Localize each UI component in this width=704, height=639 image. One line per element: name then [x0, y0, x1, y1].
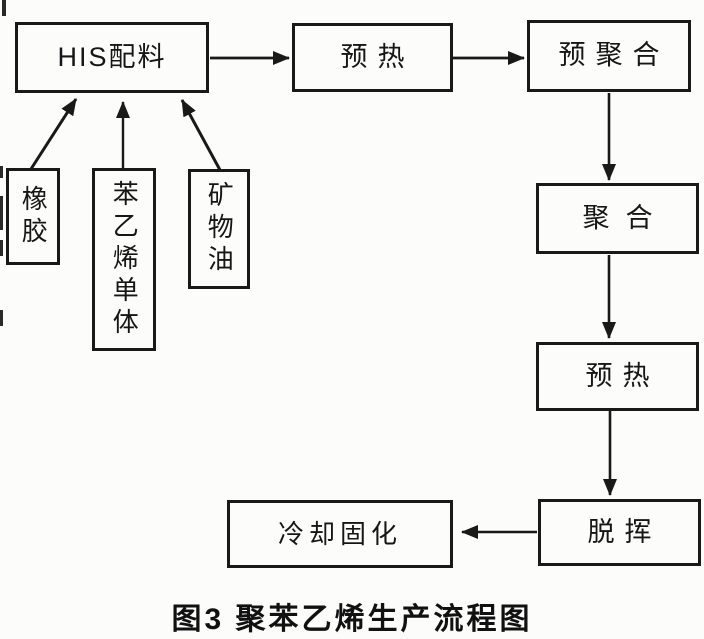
node-his-batching-label: HIS配料	[57, 41, 167, 72]
node-preheat-2: 预热	[536, 342, 699, 411]
scan-artifact	[2, 0, 6, 16]
node-prepolymerize-label: 预聚合	[558, 40, 670, 71]
scan-artifact	[0, 196, 3, 230]
node-rubber-label: 橡胶	[18, 184, 49, 249]
arrow-rubber-to-his	[29, 98, 78, 170]
node-devolatilize-label: 脱挥	[587, 516, 662, 547]
scan-artifact	[0, 166, 3, 178]
node-styrene-monomer-label: 苯乙烯单体	[109, 179, 140, 340]
node-polymerize: 聚合	[536, 183, 699, 254]
node-styrene-monomer: 苯乙烯单体	[92, 168, 156, 351]
node-preheat-1-label: 预热	[340, 41, 415, 72]
node-his-batching: HIS配料	[15, 22, 209, 93]
node-mineral-oil: 矿物油	[188, 169, 250, 289]
node-preheat-2-label: 预热	[585, 360, 660, 391]
node-preheat-1: 预热	[292, 23, 453, 92]
node-rubber: 橡胶	[6, 168, 60, 265]
arrow-mineral-oil-to-his	[180, 99, 222, 171]
node-prepolymerize: 预聚合	[527, 20, 691, 92]
node-polymerize-label: 聚合	[582, 202, 669, 233]
node-cool-solidify: 冷却固化	[227, 500, 453, 568]
figure-caption: 图3 聚苯乙烯生产流程图	[171, 603, 533, 636]
scan-artifact	[0, 310, 3, 326]
node-mineral-oil-label: 矿物油	[204, 181, 235, 277]
scan-artifact	[0, 240, 3, 256]
node-devolatilize: 脱挥	[538, 499, 701, 566]
node-cool-solidify-label: 冷却固化	[277, 518, 402, 549]
